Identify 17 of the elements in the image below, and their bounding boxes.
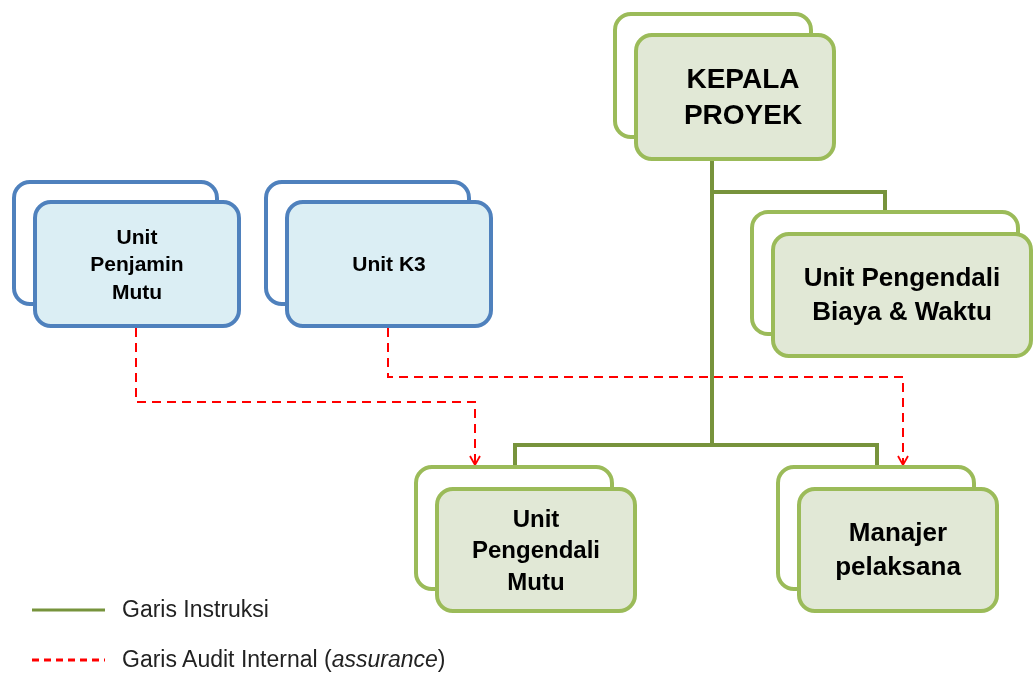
box-label: Unit K3 [352,251,426,278]
box-label: Unit Penjamin Mutu [89,224,185,305]
stacked-box [776,465,999,613]
connector-line [710,161,879,465]
legend-label: Garis Audit Internal (assurance) [122,646,446,673]
box-label: Unit Pengendali Mutu [471,504,601,597]
dashed-arrow [387,327,909,466]
box-label: KEPALA PROYEK [682,61,804,132]
dashed-arrow [135,327,481,466]
stacked-box [750,210,1033,358]
stacked-box [12,180,241,328]
stacked-box [613,12,836,161]
box-label: Unit Pengendali Biaya & Waktu [802,261,1002,328]
stacked-box [414,465,637,613]
box-label: Manajer pelaksana [834,516,962,583]
legend-label: Garis Instruksi [122,596,269,623]
stacked-box [264,180,493,328]
